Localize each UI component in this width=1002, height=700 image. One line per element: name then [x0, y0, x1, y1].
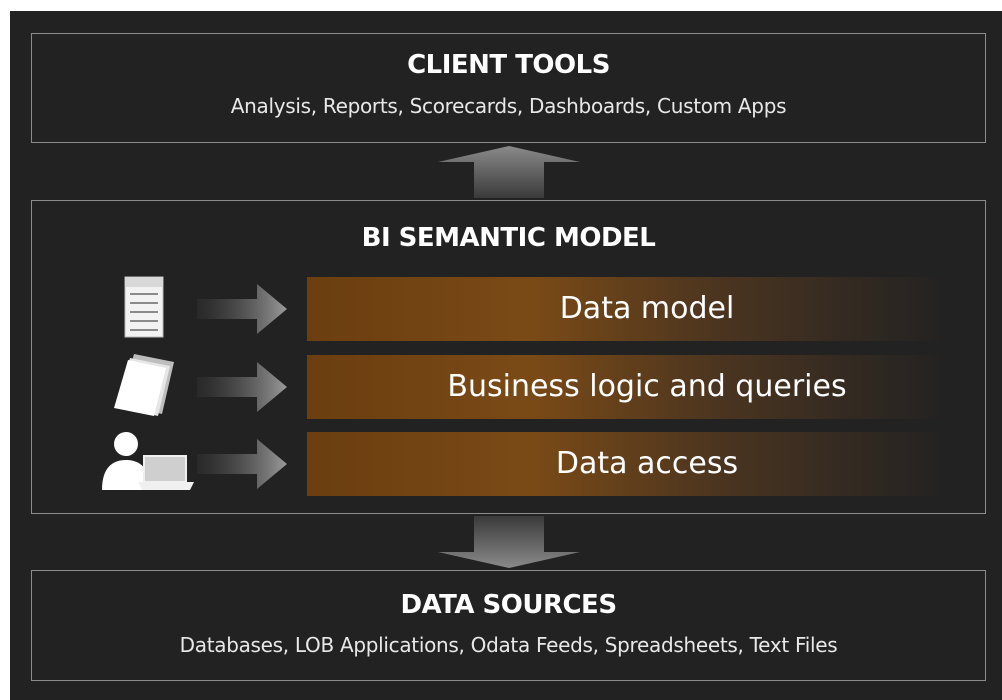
- layer-label: Business logic and queries: [447, 369, 847, 404]
- layer-label: Data access: [555, 446, 739, 481]
- document-icon: [114, 354, 174, 416]
- data-sources-subtitle: Databases, LOB Applications, Odata Feeds…: [179, 633, 838, 657]
- flow-arrow-icon: [197, 284, 287, 334]
- client-tools-box: CLIENT TOOLS Analysis, Reports, Scorecar…: [31, 33, 986, 143]
- flow-arrow-icon: [197, 439, 287, 489]
- client-tools-subtitle: Analysis, Reports, Scorecards, Dashboard…: [230, 94, 787, 118]
- user-laptop-icon: [102, 432, 194, 490]
- layer-bar-data-model: Data model: [307, 277, 947, 341]
- down-arrow-icon: [438, 516, 580, 568]
- server-icon: [124, 276, 164, 338]
- layer-bar-business-logic: Business logic and queries: [307, 355, 947, 419]
- flow-arrow-icon: [197, 362, 287, 412]
- data-sources-box: DATA SOURCES Databases, LOB Applications…: [31, 570, 986, 681]
- diagram-canvas: CLIENT TOOLS Analysis, Reports, Scorecar…: [10, 11, 1002, 700]
- client-tools-title: CLIENT TOOLS: [407, 50, 610, 80]
- bi-semantic-model-title: BI SEMANTIC MODEL: [361, 223, 656, 253]
- data-sources-title: DATA SOURCES: [400, 590, 617, 620]
- up-arrow-icon: [438, 146, 580, 198]
- bi-semantic-model-box: BI SEMANTIC MODEL: [31, 200, 986, 514]
- layer-label: Data model: [559, 291, 735, 326]
- layer-bar-data-access: Data access: [307, 432, 947, 496]
